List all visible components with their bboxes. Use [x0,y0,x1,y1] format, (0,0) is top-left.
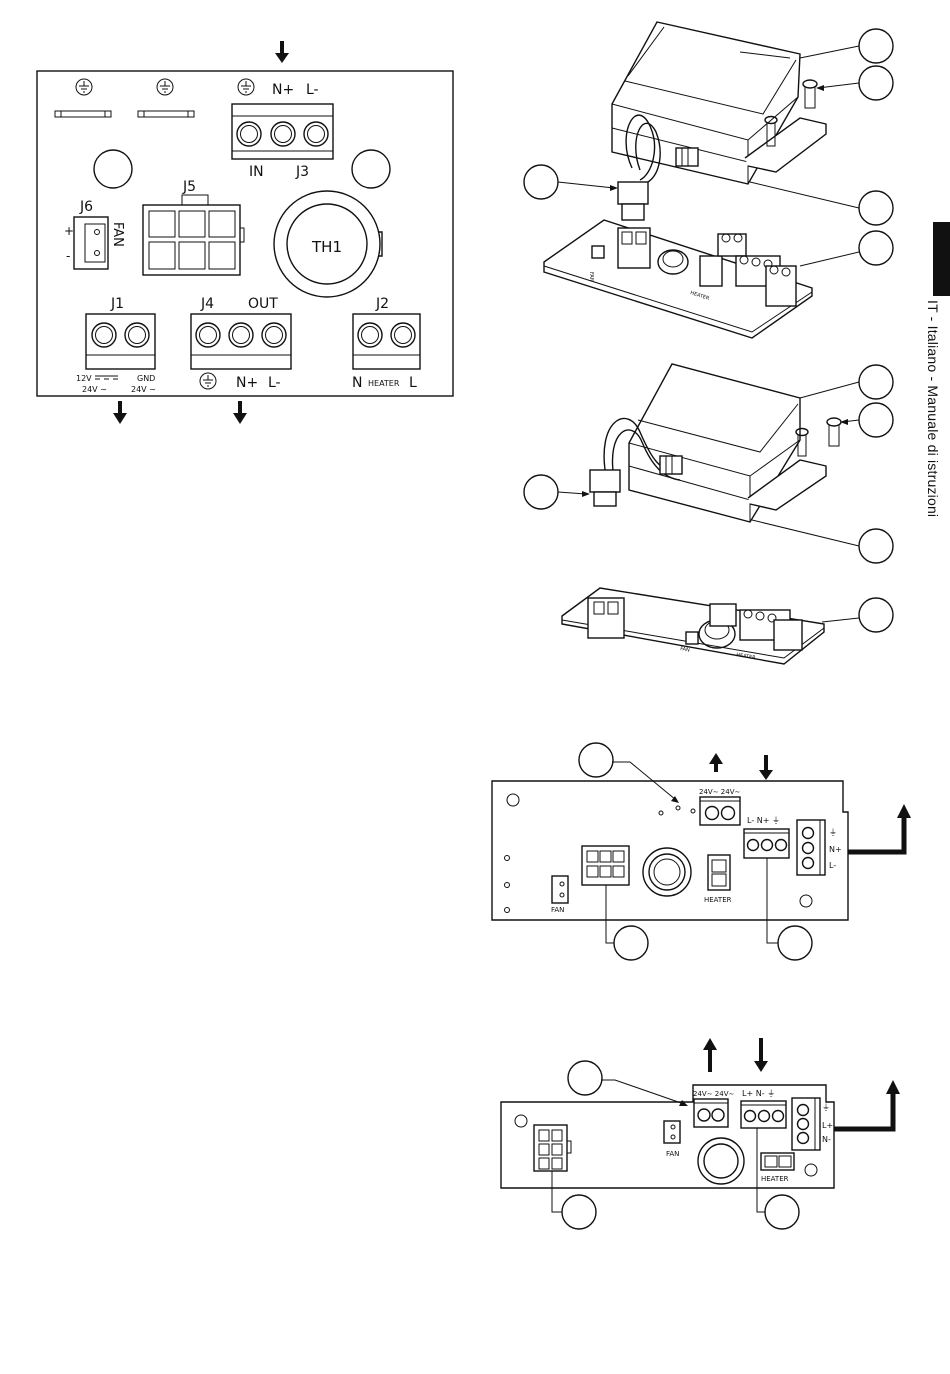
j1-12v-label: 12V [76,374,92,383]
board-a-side-l-label: L- [829,861,836,870]
board-top-view-a: 24V∼ 24V∼ L- N+ ⏚ ⏚ N+ L- [492,743,911,960]
board-top-view-b: 24V∼ 24V∼ L+ N- ⏚ ⏚ L+ N- [501,1038,900,1229]
output-arrow-j1 [113,401,127,424]
callout-circle [859,191,893,225]
j3-input-terminal: N+ L- IN J3 [232,79,333,180]
j2-heater-terminal: J2 N HEATER L [352,296,420,391]
ground-fuse-right [138,79,194,117]
j6-id-label: J6 [79,199,93,215]
j1-24v-right-label: 24V ∼ [131,385,156,394]
j6-plus-label: + [64,224,74,238]
j5-id-label: J5 [182,179,196,195]
j6-minus-label: - [66,249,70,263]
th1-thermostat: TH1 [274,191,382,297]
board-b-side-ground-label: ⏚ [822,1103,830,1112]
callout-circle [859,29,893,63]
j3-l-minus-label: L- [306,82,319,98]
j4-out-label: OUT [248,296,278,312]
j3-in-label: IN [249,164,264,180]
j4-n-plus-label: N+ [236,375,258,391]
j4-l-minus-label: L- [268,375,281,391]
iso-b-fan-label: FAN [680,646,691,654]
isometric-assembly-a: FAN HEATER [524,22,893,338]
board-b-in-label: L+ N- ⏚ [742,1089,775,1098]
callout-circle [562,1195,596,1229]
mounting-hole-left [94,150,132,188]
callout-circle [859,66,893,100]
board-b-24v-label: 24V∼ 24V∼ [693,1090,734,1098]
board-a-in-label: L- N+ ⏚ [747,816,780,825]
j4-id-label: J4 [200,296,214,312]
j1-id-label: J1 [110,296,124,312]
j3-n-plus-label: N+ [272,82,294,98]
j6-fan-label: FAN [110,222,125,247]
callout-circle [524,475,558,509]
iso-a-fan-label: FAN [588,272,594,282]
isometric-assembly-b: FAN HEATER [524,364,893,664]
callout-circle [778,926,812,960]
board-a-side-ground-label: ⏚ [829,828,837,837]
j6-fan-connector: J6 + - FAN [64,199,125,269]
callout-circle [614,926,648,960]
callout-circle [579,743,613,777]
j2-heater-label: HEATER [368,379,400,388]
j2-n-label: N [352,375,362,391]
j1-24v-left-label: 24V ∼ [82,385,107,394]
board-a-heater-label: HEATER [704,896,732,904]
j5-connector: J5 [143,179,244,275]
wiring-schematic: N+ L- IN J3 J6 + - [37,41,453,424]
ground-fuse-left [55,79,111,117]
j2-l-label: L [409,375,417,391]
j2-id-label: J2 [375,296,389,312]
callout-circle [524,165,558,199]
board-b-heater-label: HEATER [761,1175,789,1183]
callout-circle [765,1195,799,1229]
j4-output-terminal: J4 OUT N+ L- [191,296,291,391]
board-a-side-n-label: N+ [829,845,842,854]
callout-circle [568,1061,602,1095]
callout-circle [859,403,893,437]
output-arrow-j4 [233,401,247,424]
j1-terminal: J1 12V 24V ∼ GND 24V ∼ [76,296,156,394]
j3-id-label: J3 [295,164,309,180]
callout-circle [859,231,893,265]
callout-circle [859,598,893,632]
callout-circle [859,365,893,399]
board-b-fan-label: FAN [666,1150,679,1158]
board-a-24v-label: 24V∼ 24V∼ [699,788,740,796]
input-arrow [275,41,289,63]
board-b-side-n-label: N- [822,1135,831,1144]
board-a-fan-label: FAN [551,906,564,914]
mounting-hole-right [352,150,390,188]
callout-circle [859,529,893,563]
th1-label: TH1 [311,238,342,256]
board-b-side-l-label: L+ [822,1121,833,1130]
j1-gnd-label: GND [137,374,155,383]
